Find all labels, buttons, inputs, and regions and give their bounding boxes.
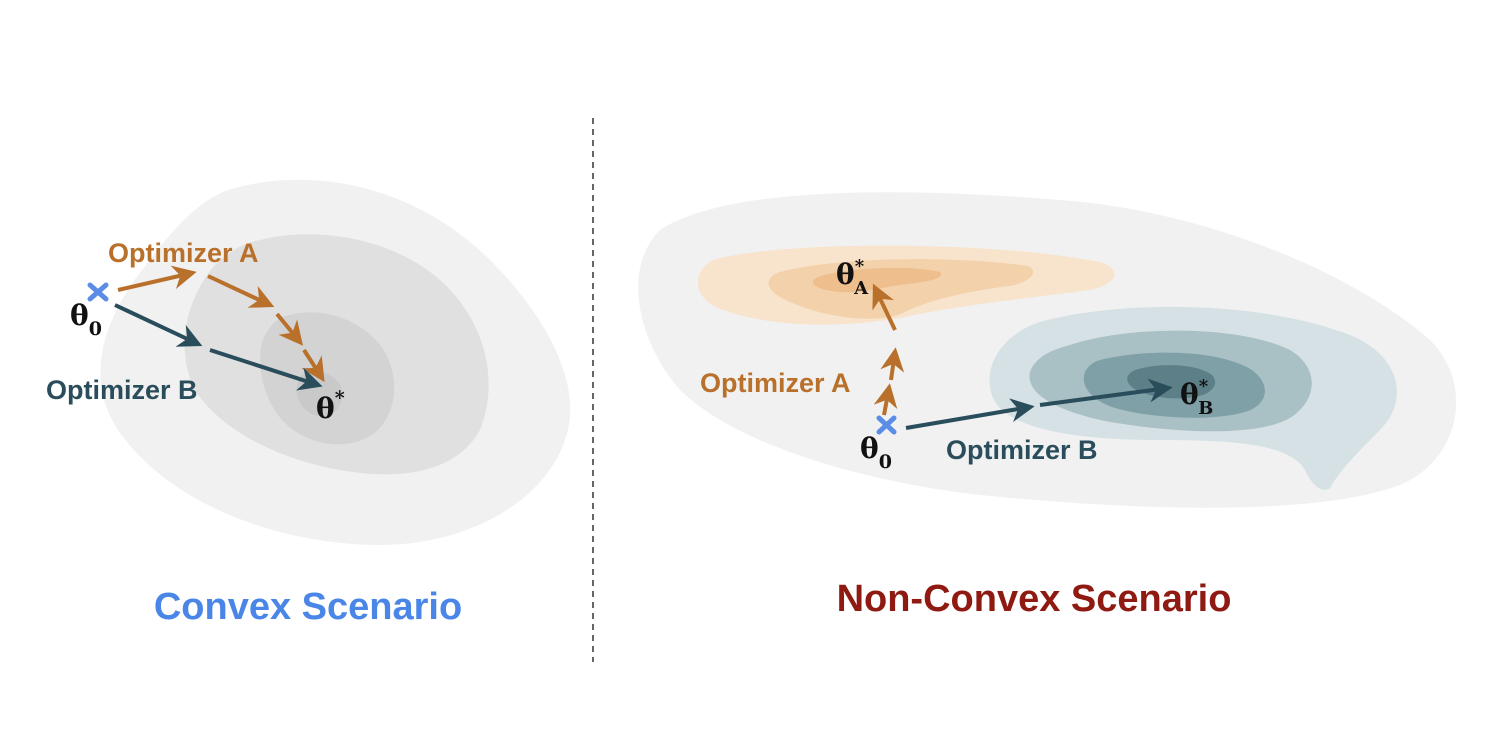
nonconvex-optimizer-b-label: Optimizer B [946,435,1098,465]
convex-optimum-label: θ* [316,387,345,425]
nonconvex-a-arrow-1 [873,383,898,416]
convex-a-arrow-3 [275,312,304,346]
x-mark-icon [87,282,109,302]
nonconvex-a-arrow-3 [872,283,897,331]
convex-b-arrow-1 [114,303,203,347]
convex-panel: Optimizer A Optimizer B θ0 θ* Convex Sce… [46,179,571,628]
convex-a-arrow-2 [207,274,275,308]
convex-optimizer-b-label: Optimizer B [46,375,198,405]
nonconvex-optimizer-b-path [905,378,1173,430]
nonconvex-orange-basin-3 [812,267,942,293]
x-mark-icon [876,415,897,435]
nonconvex-start-label: θ0 [860,432,892,473]
nonconvex-b-arrow-2 [1039,378,1173,407]
convex-title: Convex Scenario [154,586,462,628]
convex-a-arrow-1 [117,265,197,292]
nonconvex-optimizer-a-label: Optimizer A [700,368,851,398]
nonconvex-optimum-b-label: θ*B [1180,376,1213,419]
convex-optimizer-a-label: Optimizer A [108,238,259,268]
convex-b-arrow-2 [209,348,323,391]
nonconvex-a-arrow-2 [880,347,905,381]
convex-optimizer-b-path [114,303,323,391]
nonconvex-title: Non-Convex Scenario [837,578,1232,620]
convex-optimizer-a-path [117,265,325,383]
nonconvex-panel: Optimizer A Optimizer B θ0 θ*A θ*B Non-C… [638,192,1457,620]
nonconvex-b-arrow-1 [905,398,1035,430]
nonconvex-optimizer-a-path [872,283,905,416]
nonconvex-optimum-a-label: θ*A [836,256,869,299]
convex-start-label: θ0 [70,299,102,340]
